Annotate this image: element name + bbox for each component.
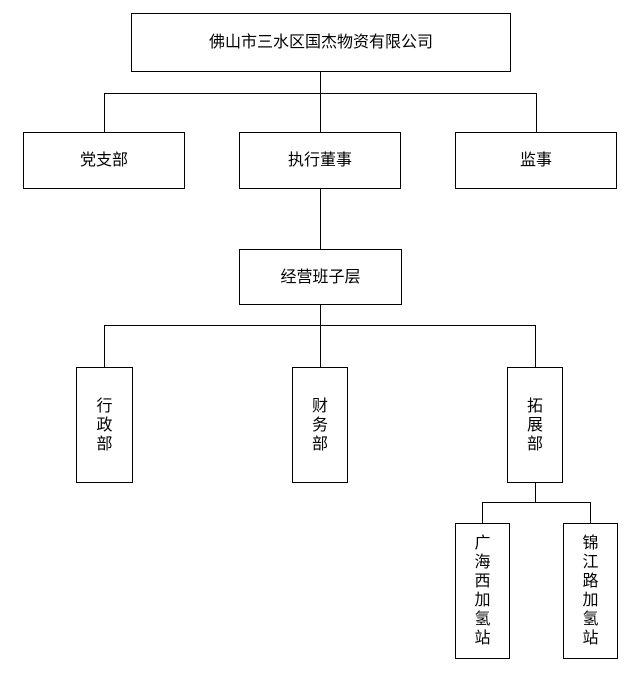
org-node-guanghaixi-station-label: 广海西加氢站 — [474, 535, 491, 647]
org-node-company-label: 佛山市三水区国杰物资有限公司 — [208, 34, 433, 51]
org-node-executive-director-label: 执行董事 — [287, 152, 352, 169]
org-node-guanghaixi-station: 广海西加氢站 — [455, 523, 510, 659]
org-node-management-team-label: 经营班子层 — [280, 268, 361, 286]
connector-line — [482, 502, 483, 523]
org-node-admin-dept-label: 行政部 — [96, 397, 113, 453]
connector-line — [535, 325, 536, 367]
org-node-finance-dept-label: 财务部 — [312, 397, 329, 453]
org-node-supervisor: 监事 — [455, 132, 617, 189]
org-node-admin-dept: 行政部 — [76, 367, 133, 483]
connector-line — [320, 189, 321, 249]
org-node-party-branch-label: 党支部 — [79, 152, 128, 169]
connector-line — [104, 93, 537, 94]
connector-line — [482, 502, 591, 503]
connector-line — [535, 483, 536, 502]
connector-line — [104, 93, 105, 132]
org-node-company: 佛山市三水区国杰物资有限公司 — [131, 13, 511, 72]
connector-line — [104, 325, 105, 367]
org-node-management-team: 经营班子层 — [239, 249, 402, 305]
connector-line — [320, 325, 321, 367]
org-node-expansion-dept: 拓展部 — [507, 367, 563, 483]
connector-line — [536, 93, 537, 132]
org-node-expansion-dept-label: 拓展部 — [527, 397, 544, 453]
org-node-finance-dept: 财务部 — [292, 367, 348, 483]
org-node-executive-director: 执行董事 — [239, 132, 401, 189]
connector-line — [590, 502, 591, 523]
connector-line — [320, 305, 321, 325]
org-node-jinjianglu-station-label: 锦江路加氢站 — [582, 535, 599, 647]
org-node-jinjianglu-station: 锦江路加氢站 — [563, 523, 618, 659]
org-node-supervisor-label: 监事 — [519, 152, 552, 169]
org-node-party-branch: 党支部 — [23, 132, 185, 189]
connector-line — [320, 72, 321, 132]
